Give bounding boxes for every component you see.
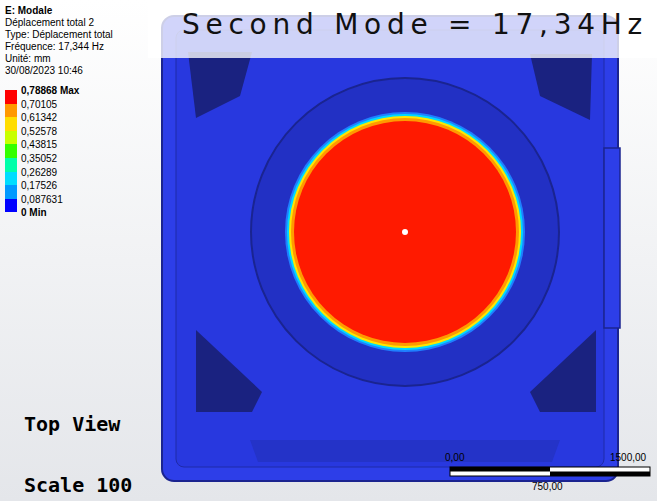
legend-value: 0,17526 [21,180,57,191]
frequency-info: Fréquence: 17,344 Hz [5,41,104,52]
scale-value: 0,00 [445,452,464,463]
legend-swatch [5,144,17,158]
scale-value: 1500,00 [610,452,646,463]
legend-value: 0,70105 [21,99,57,110]
analysis-name: E: Modale [5,5,52,16]
legend-value: 0,78868 Max [21,85,79,96]
result-type: Type: Déplacement total [5,29,113,40]
legend-value: 0,52578 [21,126,57,137]
legend-value: 0,61342 [21,112,57,123]
view-note: Top View [24,413,120,435]
legend-swatch [5,199,17,213]
scale-note: Scale 100 [24,474,132,496]
legend-min: 0 Min [21,207,47,218]
result-name: Déplacement total 2 [5,17,94,28]
legend-swatch [5,90,17,104]
legend-value: 0,35052 [21,153,57,164]
legend-value: 0,087631 [21,194,63,205]
legend-swatch [5,185,17,199]
legend-swatch [5,131,17,145]
legend-swatch [5,117,17,131]
legend-value: 0,26289 [21,167,57,178]
legend-value: 0,43815 [21,139,57,150]
legend-swatch [5,172,17,186]
scale-value: 750,00 [532,481,563,492]
unit-info: Unité: mm [5,53,51,64]
date-time: 30/08/2023 10:46 [5,65,83,76]
legend-swatch [5,104,17,118]
overlay-title: Second Mode = 17,34Hz [182,10,648,41]
legend-swatch [5,158,17,172]
